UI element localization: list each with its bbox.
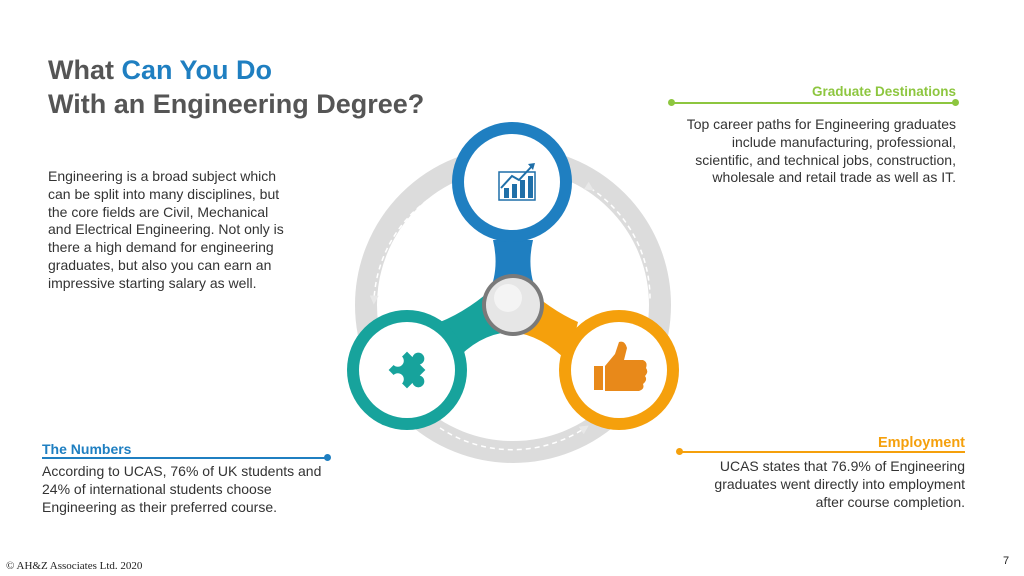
center-hub-highlight: [494, 284, 522, 312]
the-numbers-heading: The Numbers: [42, 441, 132, 457]
ring-arrow-bottom: [439, 425, 589, 451]
ring-arrow-right: [583, 181, 651, 301]
page-title-line-1: What Can You Do: [48, 55, 272, 86]
engineering-cycle-diagram: [347, 122, 679, 463]
title-accent: Can You Do: [121, 55, 273, 85]
employment-rule: [680, 451, 965, 453]
blue-circle-inner: [464, 134, 560, 230]
the-numbers-body: According to UCAS, 76% of UK students an…: [42, 463, 322, 515]
graduate-destinations-heading: Graduate Destinations: [811, 84, 956, 99]
copyright-text: © AH&Z Associates Ltd. 2020: [6, 560, 143, 572]
ring-arrow-left: [369, 194, 436, 305]
employment-heading: Employment: [877, 435, 965, 451]
graduate-destinations-dot: [668, 99, 675, 106]
bar-chart-icon: [498, 163, 536, 201]
puzzle-icon: [388, 351, 426, 389]
intro-paragraph: Engineering is a broad subject which can…: [48, 168, 284, 291]
the-numbers-rule: [42, 457, 328, 459]
graduate-destinations-body: Top career paths for Engineering graduat…: [686, 116, 956, 186]
employment-dot: [676, 448, 683, 455]
title-prefix: What: [48, 55, 122, 85]
page-number: 7: [1003, 555, 1010, 567]
graduate-destinations-rule: [672, 102, 956, 104]
thumbs-up-icon: [594, 341, 648, 391]
employment-body: UCAS states that 76.9% of Engineering gr…: [714, 458, 965, 510]
the-numbers-dot: [324, 454, 331, 461]
page-title-line-2: With an Engineering Degree?: [48, 89, 425, 119]
graduate-destinations-dot-end: [952, 99, 959, 106]
